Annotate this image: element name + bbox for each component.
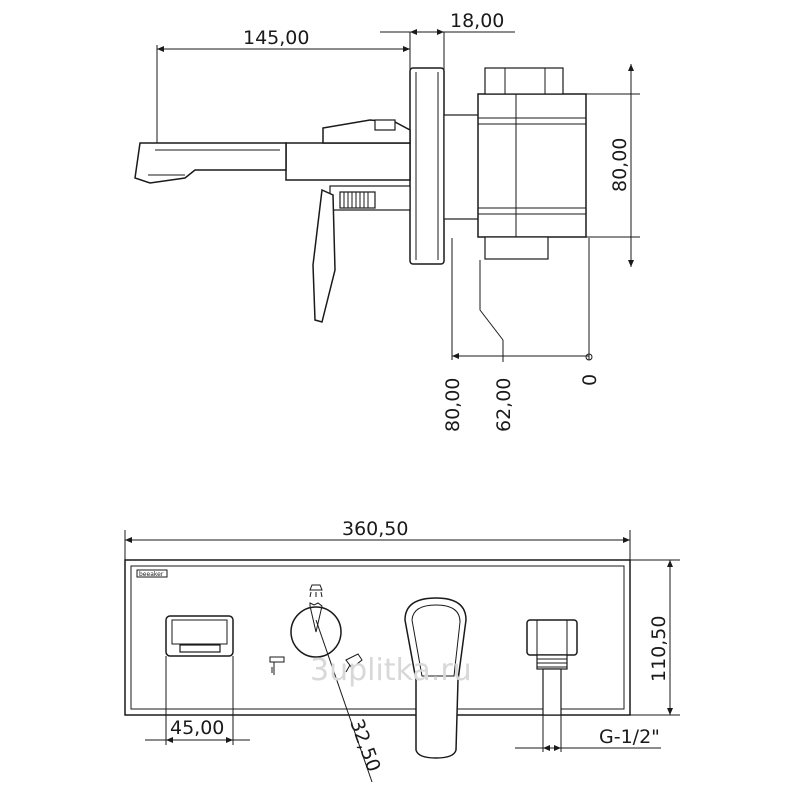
spout-arm [134,142,287,184]
lever-button [374,119,396,131]
body-neck [443,114,483,220]
dim-line-diameter [315,619,373,783]
thread-stem [339,191,376,209]
spout-base [285,142,411,181]
front-plate-inner [130,565,625,710]
aerator [179,644,221,653]
shower-head-icon [309,584,323,598]
origin-marker [585,353,593,361]
side-view: 145,00 18,00 80,00 [134,10,640,432]
spout-icon [269,656,285,675]
lever-cap [411,604,461,677]
mixer-lever [404,597,467,759]
dim-plate-height: 110,50 [648,616,670,682]
dim-spout-length: 145,00 [243,27,309,49]
valve-cap-top [484,67,564,95]
dim-plate-width: 360,50 [342,518,408,540]
hose-stem [542,668,562,716]
knob-pointer [309,602,323,633]
dim-depth-min: 62,00 [493,378,515,432]
dim-thread: G-1/2" [599,726,660,748]
lever-top [322,119,411,144]
wall-plate [409,67,445,265]
brand-badge [136,569,168,578]
dim-plate-thickness: 18,00 [450,10,504,32]
valve-body [477,93,587,238]
front-view: 360,50 beeaker 110,50 45,00 [124,518,680,783]
spout-outlet-inner [171,619,228,645]
watermark: 3uplitka.ru [310,653,472,688]
hose-nut [526,619,578,656]
dim-depth-max: 80,00 [442,378,464,432]
diverter-handle [312,188,336,323]
dim-spout-width: 45,00 [170,717,224,739]
dim-diverter-diameter: 32,50 [345,716,384,775]
dim-body-height: 80,00 [609,138,631,192]
hand-shower-icon [345,653,363,673]
dim-zero: 0 [579,374,601,386]
valve-cap-bottom [484,236,549,260]
brand-label: beeaker [139,571,164,578]
